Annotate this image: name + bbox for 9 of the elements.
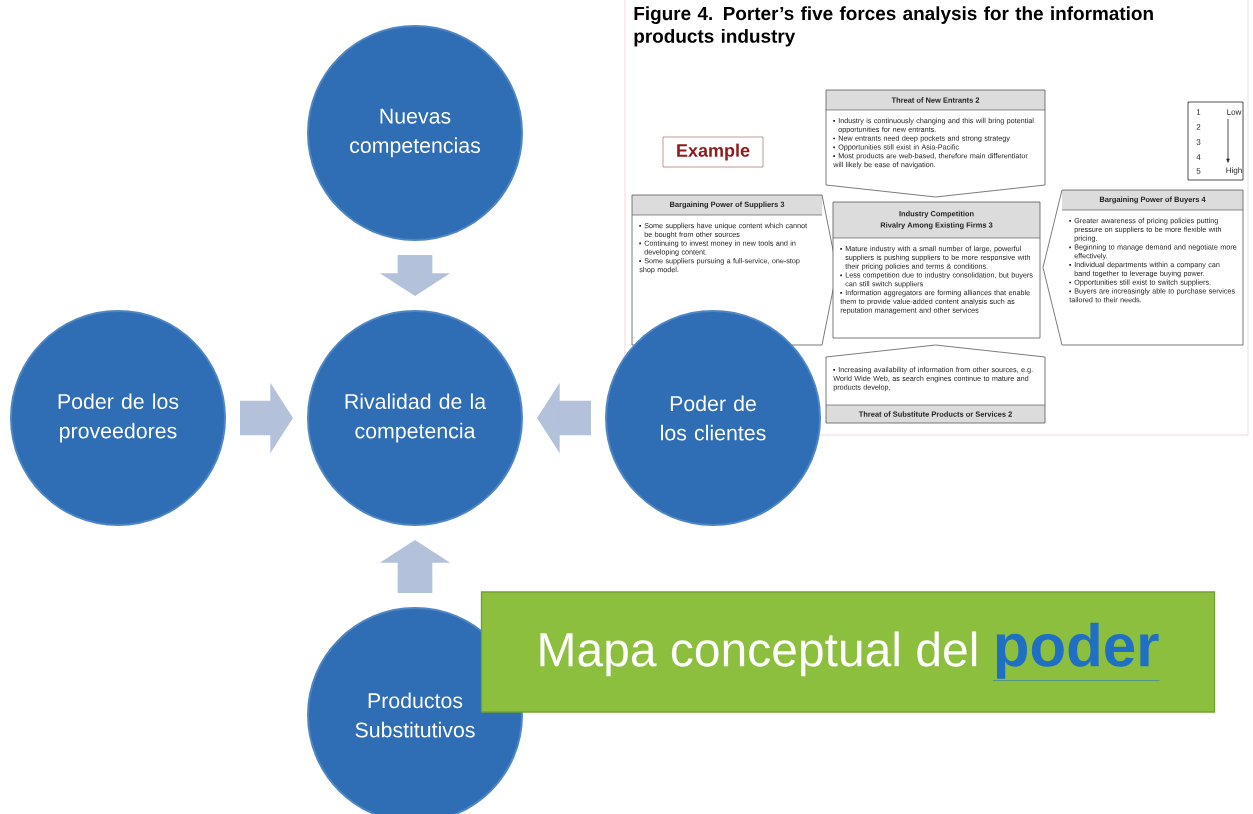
scale-label: 1	[1196, 109, 1201, 115]
example-box: Example	[662, 136, 764, 168]
scale-label: Low	[1227, 109, 1242, 115]
scale-label: 4	[1196, 154, 1201, 160]
title-banner: Mapa conceptual del poder	[480, 591, 1216, 713]
scale-label: 2	[1196, 124, 1201, 130]
scale-label: High	[1226, 167, 1242, 175]
scale-label: 3	[1196, 139, 1201, 145]
scale-label: 5	[1196, 168, 1201, 174]
